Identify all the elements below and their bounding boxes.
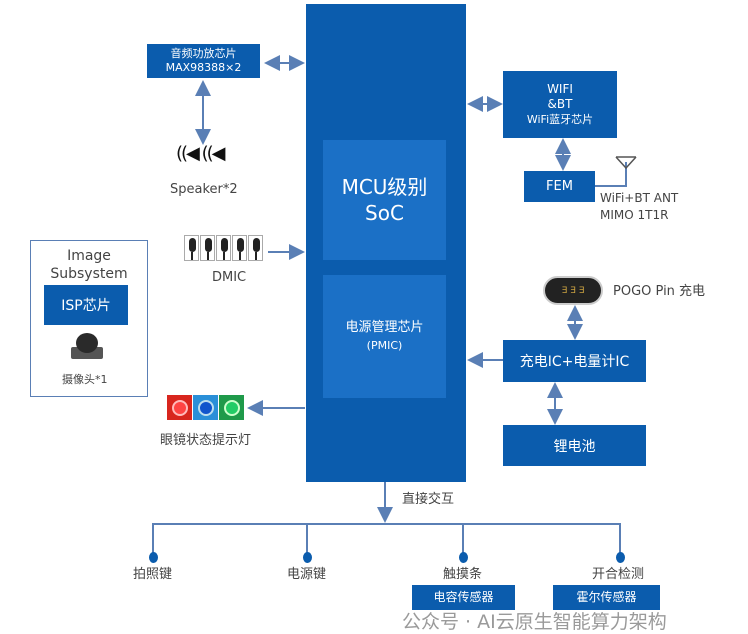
input-dot	[459, 552, 468, 563]
input-dot	[149, 552, 158, 563]
input-power-key: 电源键	[287, 567, 327, 582]
isp-chip: ISP芯片	[44, 285, 128, 325]
input-lid-detect: 开合检测	[592, 567, 645, 582]
battery-box: 锂电池	[503, 425, 646, 466]
capacitive-sensor-box: 电容传感器	[412, 585, 515, 610]
input-photo-key: 拍照键	[133, 567, 173, 582]
green-led-icon	[219, 395, 244, 420]
audio-amp-title: 音频功放芯片	[170, 47, 237, 60]
pmic-subtitle: (PMIC)	[366, 338, 403, 352]
pmic: 电源管理芯片 (PMIC)	[323, 275, 446, 398]
watermark: 公众号 · AI云原生智能算力架构	[402, 611, 667, 633]
speaker-icon: ((◀ ((◀	[176, 143, 225, 164]
charger-ic-box: 充电IC+电量计IC	[503, 340, 646, 382]
direct-interaction-label: 直接交互	[402, 492, 455, 507]
wifi-title: WIFI	[547, 82, 573, 96]
camera-icon	[69, 333, 105, 361]
pogo-pin-connector: ∃ ∃ ∃	[543, 276, 603, 305]
audio-amp-model: MAX98388×2	[165, 61, 242, 74]
speaker-label: Speaker*2	[170, 182, 238, 197]
bt-title: &BT	[547, 97, 573, 111]
red-led-icon	[167, 395, 192, 420]
mcu-title: MCU级别	[341, 175, 428, 199]
camera-label: 摄像头*1	[62, 373, 108, 386]
led-label: 眼镜状态提示灯	[160, 433, 252, 448]
pmic-title: 电源管理芯片	[345, 319, 424, 335]
fem-box: FEM	[524, 171, 595, 202]
pogo-label: POGO Pin 充电	[613, 284, 706, 299]
dmic-label: DMIC	[212, 270, 247, 285]
mcu-soc: MCU级别 SoC	[323, 140, 446, 260]
soc-title: SoC	[365, 201, 404, 225]
image-subsystem-box: Image Subsystem ISP芯片 摄像头*1	[30, 240, 148, 397]
antenna-icon	[615, 156, 637, 170]
fem-antenna-line	[595, 162, 627, 187]
wifi-chip-label: WiFi蓝牙芯片	[526, 113, 594, 126]
input-dot	[303, 552, 312, 563]
input-touch-bar: 触摸条	[443, 567, 483, 582]
hall-sensor-box: 霍尔传感器	[553, 585, 660, 610]
microphone-icon	[184, 235, 263, 261]
audio-amp-box: 音频功放芯片 MAX98388×2	[147, 44, 260, 78]
status-led-icons	[167, 395, 244, 420]
input-dot	[616, 552, 625, 563]
antenna-label: WiFi+BT ANT MIMO 1T1R	[600, 191, 679, 222]
wifi-bt-box: WIFI &BT WiFi蓝牙芯片	[503, 71, 617, 138]
image-subsystem-title: Image Subsystem	[50, 248, 128, 282]
input-bus	[152, 523, 621, 557]
blue-led-icon	[193, 395, 218, 420]
